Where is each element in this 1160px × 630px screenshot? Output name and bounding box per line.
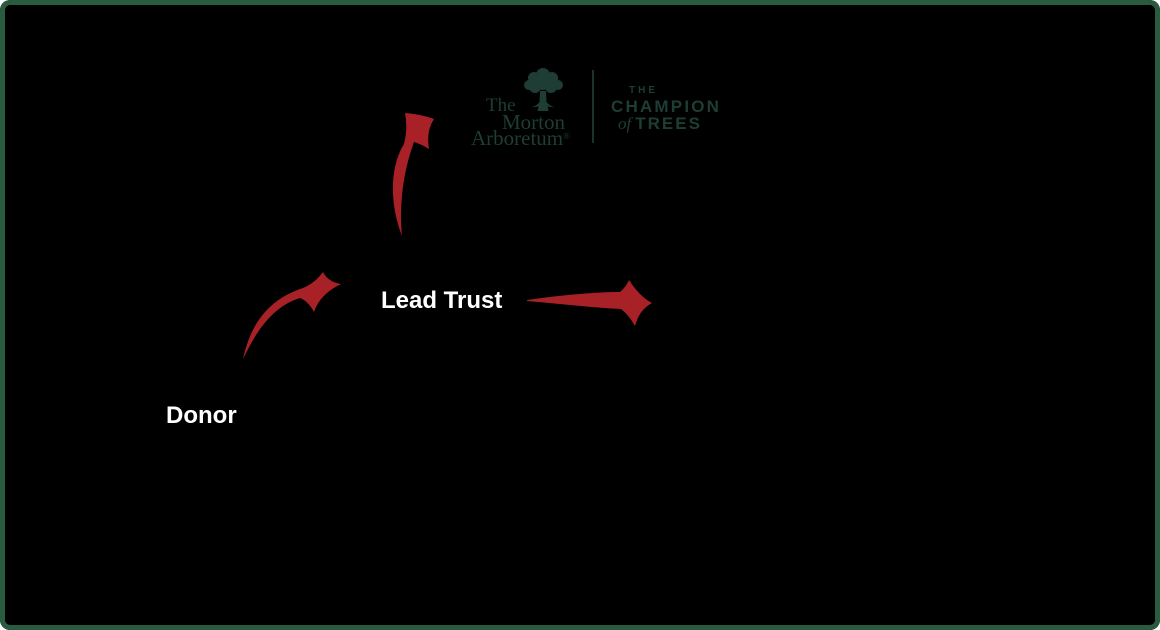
registered-trademark-symbol: ® — [563, 131, 570, 141]
logo-name-line3: Arboretum® — [471, 128, 570, 149]
logo-divider — [592, 70, 594, 143]
tagline-of: of — [618, 114, 632, 133]
tagline-champion: CHAMPION — [611, 97, 722, 116]
tagline-trees: TREES — [635, 114, 702, 133]
logo-name-line2: Morton — [502, 110, 565, 134]
arrow-lead-trust-to-arboretum-icon — [392, 113, 434, 236]
arrow-lead-trust-to-right-icon — [527, 280, 652, 326]
lead-trust-label: Lead Trust — [381, 287, 503, 314]
donor-label: Donor — [166, 402, 237, 429]
arrow-donor-to-lead-trust-icon — [243, 272, 341, 359]
oak-tree-icon — [524, 68, 563, 111]
tagline-the: THE — [629, 85, 658, 96]
logo-name-line3-text: Arboretum — [471, 126, 564, 150]
logo-name-line1: The — [486, 95, 516, 116]
